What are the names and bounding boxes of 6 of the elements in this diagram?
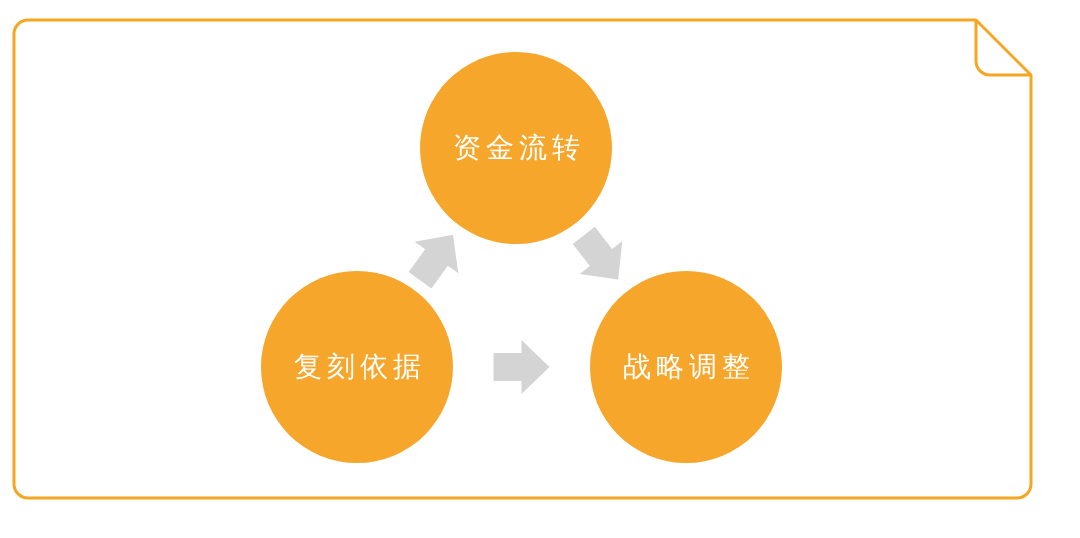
stage-label: 复刻依据 (292, 350, 426, 384)
block-arrow (572, 226, 623, 280)
block-arrow (408, 234, 459, 289)
block-arrow (493, 340, 550, 394)
stage-label: 资金流转 (451, 131, 585, 165)
stage-label: 战略调整 (621, 350, 755, 384)
